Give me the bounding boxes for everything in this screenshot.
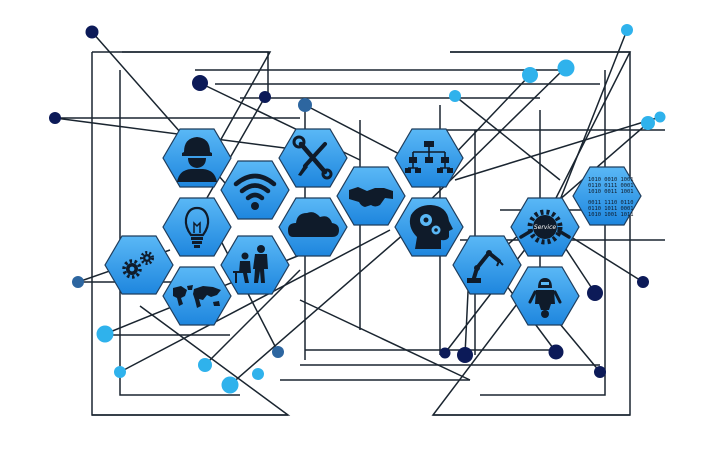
- binary-line: 0011 1110 0110: [588, 200, 633, 206]
- node: [654, 111, 666, 123]
- hex-people: [220, 235, 290, 295]
- wrench-screwdriver-icon: [292, 135, 333, 180]
- hex-cloud: [278, 197, 348, 257]
- hex-service: Service: [510, 197, 580, 257]
- hex-wifi: [220, 160, 290, 220]
- hexagon-grid: 1010 0010 1001 0110 0111 0001 1010 0011 …: [104, 128, 642, 326]
- service-label: Service: [534, 224, 556, 231]
- robot-icon: [528, 278, 562, 318]
- network-nodes: [49, 24, 666, 394]
- node: [587, 285, 603, 301]
- worker-hardhat-icon: [177, 137, 217, 182]
- hex-robot: [510, 266, 580, 326]
- cloud-icon: [288, 212, 339, 237]
- hex-handshake: [336, 166, 406, 226]
- hex-gears: [104, 235, 174, 295]
- people-meeting-icon: [233, 245, 268, 283]
- cross-links-1: [91, 31, 561, 211]
- binary-code-icon: 1010 0010 1001 0110 0111 0001 1010 0011 …: [588, 177, 633, 218]
- node: [637, 276, 649, 288]
- top-bus: [195, 69, 600, 99]
- service-gear-icon: Service: [519, 209, 571, 245]
- inner-bracket-left: [119, 70, 240, 396]
- node: [85, 25, 99, 39]
- gears-icon: [122, 251, 154, 279]
- binary-line: 0110 1011 0001: [588, 206, 633, 212]
- wifi-icon: [233, 173, 277, 201]
- node: [641, 116, 655, 130]
- cross-links-2: [104, 29, 661, 373]
- handshake-icon: [349, 187, 393, 207]
- node: [252, 368, 264, 380]
- hex-lightbulb: [162, 197, 232, 257]
- binary-line: 1010 0010 1001: [588, 177, 633, 183]
- org-chart-icon: [405, 141, 453, 173]
- head-gears-icon: [409, 205, 453, 249]
- node: [192, 75, 208, 91]
- node: [49, 112, 61, 124]
- right-triangle-bottom: [431, 299, 630, 416]
- world-map-icon: [173, 285, 221, 308]
- robot-arm-icon: [467, 250, 504, 283]
- node: [522, 67, 538, 83]
- binary-line: 1010 0011 1001: [588, 189, 633, 195]
- bottom-bus: [280, 349, 600, 381]
- node: [449, 90, 461, 102]
- node: [457, 347, 473, 363]
- node: [594, 366, 606, 378]
- node: [439, 347, 451, 359]
- node: [621, 24, 633, 36]
- node: [548, 344, 564, 360]
- node: [272, 346, 284, 358]
- hex-head-gears: [394, 197, 464, 257]
- hex-org-chart: [394, 128, 464, 188]
- hex-robot-arm: [452, 235, 522, 295]
- node: [72, 276, 84, 288]
- node: [96, 325, 114, 343]
- node: [198, 358, 212, 372]
- node: [298, 98, 312, 112]
- binary-line: 0110 0111 0001: [588, 183, 633, 189]
- node: [221, 376, 239, 394]
- binary-line: 1010 1001 1011: [588, 212, 633, 218]
- node: [259, 91, 271, 103]
- hex-world-map: [162, 266, 232, 326]
- hex-tools: [278, 128, 348, 188]
- hex-worker: [162, 128, 232, 188]
- left-triangle-bottom: [92, 305, 291, 416]
- hex-binary: 1010 0010 1001 0110 0111 0001 1010 0011 …: [572, 166, 642, 226]
- node: [114, 366, 126, 378]
- lightbulb-icon: [184, 206, 210, 248]
- node: [557, 59, 575, 77]
